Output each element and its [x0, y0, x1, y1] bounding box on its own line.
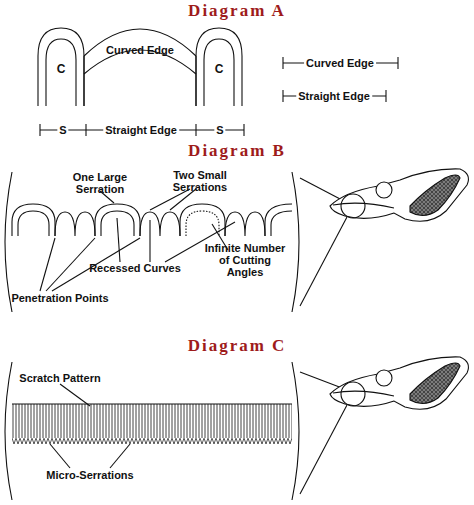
edge-label: Curved Edge — [106, 44, 174, 56]
section-title: Diagram A — [188, 2, 286, 21]
diagram-a-edges — [38, 28, 398, 136]
section-title: Diagram B — [188, 142, 286, 161]
callout-label: Recessed Curves — [89, 262, 181, 274]
callout-label: Penetration Points — [11, 292, 108, 304]
section-title: Diagram C — [188, 337, 287, 356]
callout-label: Micro-Serrations — [46, 469, 133, 481]
segment-letter: C — [215, 63, 224, 76]
legend-label: Straight Edge — [296, 90, 372, 102]
callout-label: Scratch Pattern — [19, 372, 100, 384]
callout-label: One Large Serration — [55, 171, 145, 195]
callout-label: Two Small Serrations — [155, 169, 245, 193]
dimension-label: Straight Edge — [103, 124, 179, 136]
dimension-label: S — [57, 124, 68, 136]
callout-label: Infinite Number of Cutting Angles — [200, 242, 290, 278]
legend-label: Curved Edge — [304, 57, 376, 69]
diagram-c-lens — [5, 362, 347, 500]
segment-letter: C — [57, 63, 66, 76]
dimension-label: S — [214, 124, 225, 136]
